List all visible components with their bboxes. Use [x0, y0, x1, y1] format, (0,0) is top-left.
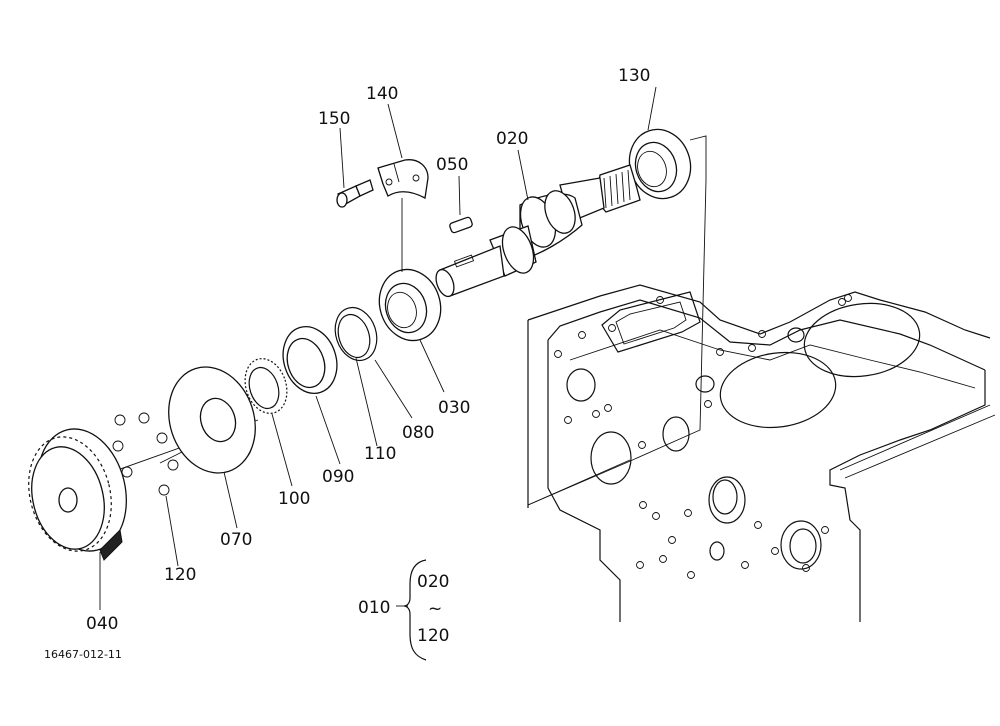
callout-130: 130 [618, 66, 650, 86]
callout-090: 090 [322, 467, 354, 487]
camshaft-020 [435, 164, 641, 298]
callout-040: 040 [86, 614, 118, 634]
leader-lines [99, 86, 657, 610]
gear-040 [28, 428, 127, 561]
callout-100: 100 [278, 489, 310, 509]
assembly-note: 010 020 ~ 120 [358, 559, 449, 661]
callout-070: 070 [220, 530, 252, 550]
callout-030: 030 [438, 398, 470, 418]
thrust-plate-140 [377, 159, 429, 200]
assembly-range-start: 020 [417, 572, 449, 592]
callout-150: 150 [318, 109, 350, 129]
assembly-range-separator: ~ [428, 599, 442, 619]
drawing-reference-number: 16467-012-11 [44, 648, 122, 661]
bearing-130 [628, 128, 692, 200]
callout-140: 140 [366, 84, 398, 104]
engine-block [527, 284, 996, 622]
key-050 [449, 216, 473, 234]
callout-080: 080 [402, 423, 434, 443]
callout-110: 110 [364, 444, 396, 464]
bearing-ring-100 [244, 358, 288, 414]
assembly-parent-label: 010 [358, 598, 390, 618]
circlip-080 [334, 306, 378, 362]
bolt-150 [336, 179, 374, 208]
callout-050: 050 [436, 155, 468, 175]
assembly-range-end: 120 [417, 626, 449, 646]
bearing-030 [378, 268, 442, 342]
steel-balls-120 [112, 412, 179, 496]
callout-labels: 130 020 050 140 150 030 080 110 090 100 … [86, 66, 650, 634]
callout-020: 020 [496, 129, 528, 149]
axis-line [527, 459, 631, 506]
seal-090 [282, 326, 338, 394]
callout-120: 120 [164, 565, 196, 585]
flange-070 [168, 366, 256, 474]
shaft-envelope-line [527, 135, 707, 506]
